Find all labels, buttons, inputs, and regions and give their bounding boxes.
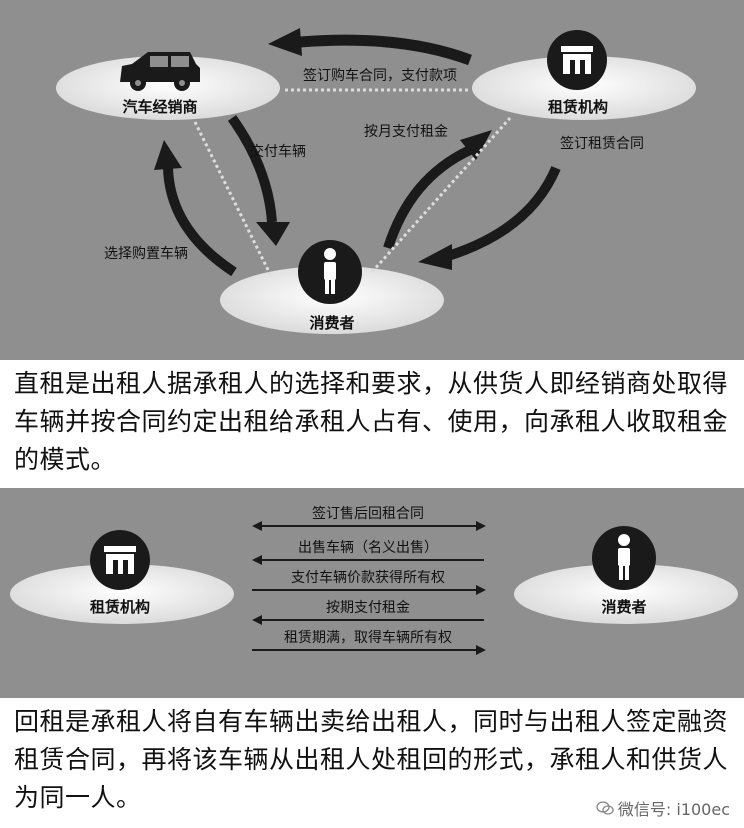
arrow-head-choose	[154, 140, 182, 170]
flow-1-label: 签订售后回租合同	[312, 505, 424, 522]
edge-deliver: 交付车辆	[250, 143, 306, 160]
leasing-disc-2	[10, 564, 234, 624]
arrow-rent	[383, 145, 473, 250]
dealer-disc	[56, 56, 280, 120]
car-icon	[120, 52, 200, 91]
shop-icon	[90, 530, 150, 590]
arrow-sign-lease	[446, 166, 561, 261]
flow-3-label: 支付车辆价款获得所有权	[291, 569, 445, 586]
edge-choose: 选择购置车辆	[104, 245, 188, 262]
person-icon	[592, 526, 656, 590]
leaseback-description: 回租是承租人将自有车辆出卖给出租人，同时与出租人签定融资租赁合同，再将该车辆从出…	[14, 707, 729, 812]
flow-2: 出售车辆（名义出售）	[252, 539, 484, 565]
leaseback-svg: 租赁机构 消费者 签订售后回租合同 出售车辆（名义出售） 支付车辆价款获得所有权…	[10, 505, 738, 655]
consumer-disc-2	[514, 564, 738, 624]
arrow-deliver	[227, 115, 277, 223]
arrow-choose	[163, 167, 237, 277]
arrow-head-deliver	[256, 222, 290, 246]
edge-sign-lease: 签订租赁合同	[560, 135, 644, 152]
direct-lease-svg: 汽车经销商 租赁机构 消费者 签订购车合同，支付款项 交付车辆 按月支付租金 签…	[56, 28, 696, 334]
leasing-label-2: 租赁机构	[90, 598, 150, 616]
flow-4: 按期支付租金	[252, 600, 484, 625]
consumer-label: 消费者	[309, 314, 354, 332]
wechat-icon	[596, 801, 614, 815]
dealer-label: 汽车经销商	[122, 98, 197, 116]
arrow-head-top	[268, 28, 302, 56]
leasing-label: 租赁机构	[548, 98, 608, 116]
watermark-text: 微信号: i100ec	[617, 800, 730, 819]
arrow-head-rent	[460, 130, 492, 160]
flow-5: 租赁期满，取得车辆所有权	[252, 629, 486, 655]
edge-sign-purchase: 签订购车合同，支付款项	[303, 67, 457, 84]
wechat-watermark: 微信号: i100ec	[596, 796, 730, 820]
shop-icon	[547, 30, 607, 90]
flow-1: 签订售后回租合同	[252, 505, 486, 531]
dotted-right	[370, 116, 512, 274]
arrow-head-sign-lease	[418, 244, 452, 270]
person-icon	[298, 240, 362, 304]
direct-lease-diagram: 汽车经销商 租赁机构 消费者 签订购车合同，支付款项 交付车辆 按月支付租金 签…	[0, 0, 744, 360]
flow-2-label: 出售车辆（名义出售）	[298, 539, 438, 556]
flow-4-label: 按期支付租金	[326, 600, 410, 616]
edge-monthly-rent: 按月支付租金	[364, 124, 448, 140]
leaseback-diagram: 租赁机构 消费者 签订售后回租合同 出售车辆（名义出售） 支付车辆价款获得所有权…	[0, 488, 744, 698]
arrow-leasing-to-dealer	[299, 34, 472, 66]
flow-3: 支付车辆价款获得所有权	[252, 569, 486, 595]
dotted-left	[193, 121, 274, 279]
consumer-label-2: 消费者	[601, 598, 646, 616]
flow-5-label: 租赁期满，取得车辆所有权	[284, 629, 452, 646]
direct-lease-description: 直租是出租人据承租人的选择和要求，从供货人即经销商处取得车辆并按合同约定出租给承…	[14, 369, 729, 474]
